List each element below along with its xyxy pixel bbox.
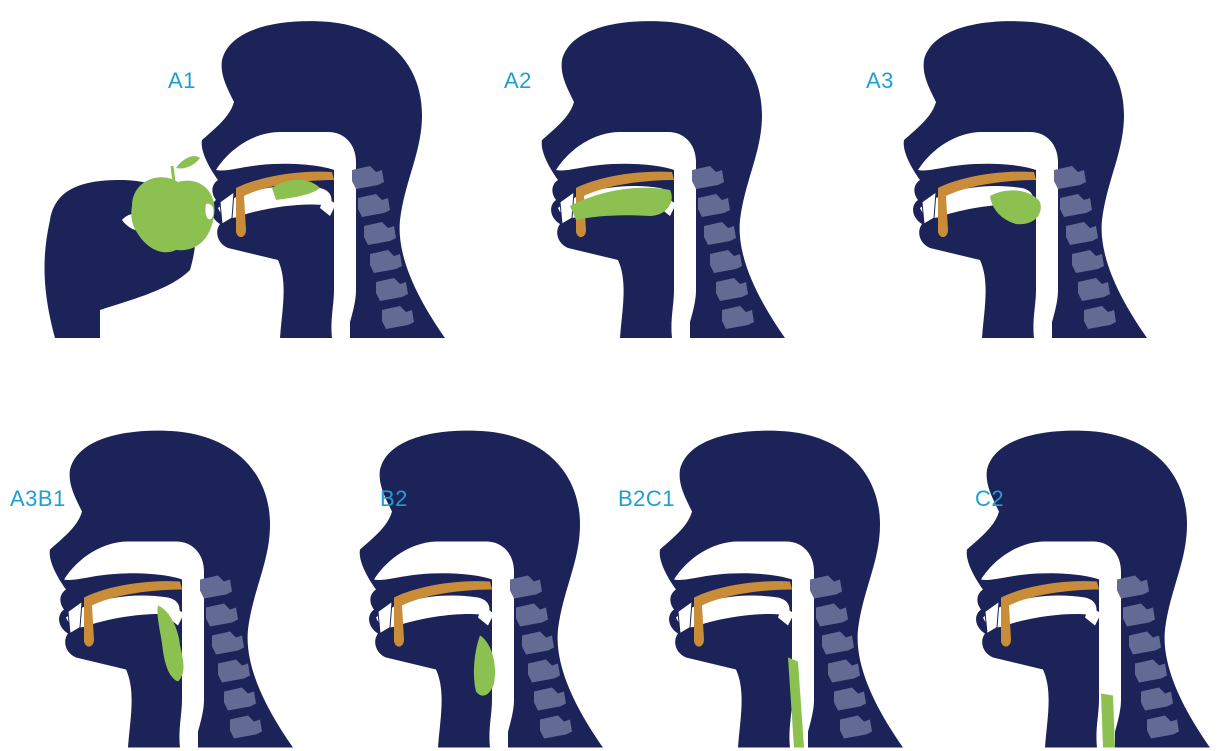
trachea-line: [504, 670, 508, 750]
head-illustration-b2: [318, 428, 618, 751]
stage-label-b2c1: B2C1: [618, 488, 675, 510]
stage-label-a1: A1: [168, 70, 196, 92]
apple-leaf: [176, 156, 200, 168]
apple: [131, 177, 214, 252]
panel-c2: C2: [925, 428, 1225, 751]
trachea-line: [1048, 260, 1052, 340]
stage-label-a2: A2: [504, 70, 532, 92]
panel-a3b1: A3B1: [8, 428, 308, 751]
stage-label-b2: B2: [380, 488, 408, 510]
head-illustration-a3: [862, 20, 1162, 340]
panel-a1: A1: [160, 20, 460, 340]
trachea-line: [346, 260, 350, 340]
trachea-line: [194, 670, 198, 750]
head-illustration-b2c1: [618, 428, 918, 751]
head-illustration-a2: [500, 20, 800, 340]
head-illustration-a3b1: [8, 428, 308, 751]
trachea-line: [804, 670, 808, 750]
panel-a2: A2: [500, 20, 800, 340]
head-illustration-c2: [925, 428, 1225, 751]
stage-label-a3: A3: [866, 70, 894, 92]
trachea-line: [686, 260, 690, 340]
panel-b2c1: B2C1: [618, 428, 918, 751]
panel-a3: A3: [862, 20, 1162, 340]
panel-b2: B2: [318, 428, 618, 751]
apple-stem: [172, 166, 174, 182]
stage-label-a3b1: A3B1: [10, 488, 66, 510]
head-illustration-a1: [160, 20, 460, 340]
food-bolus: [1101, 694, 1115, 748]
stage-label-c2: C2: [975, 488, 1004, 510]
